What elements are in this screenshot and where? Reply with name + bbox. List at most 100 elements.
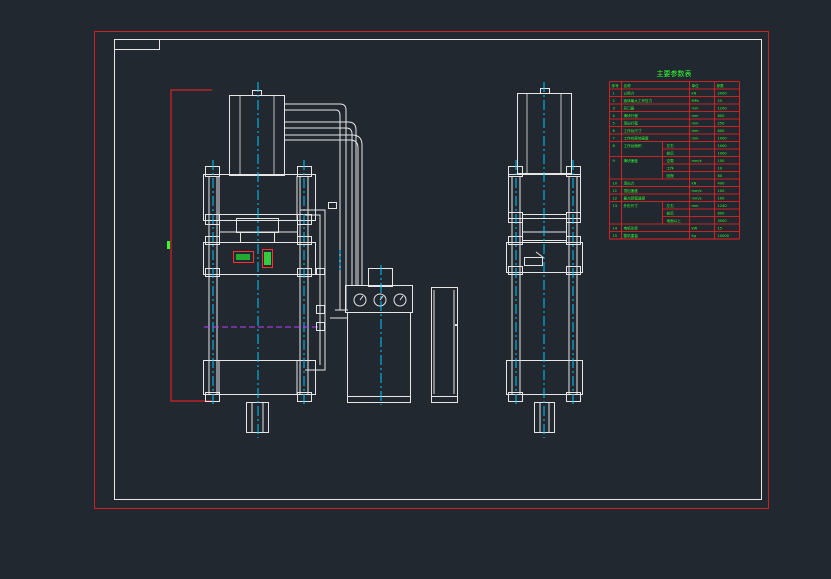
table-cell-sub: 前后 xyxy=(667,150,675,155)
table-cell-unit: mm/s xyxy=(692,189,702,193)
side-middle-beam xyxy=(506,242,583,273)
height-dimension-line xyxy=(170,89,212,402)
table-header-cell: 参数 xyxy=(717,83,725,88)
table-cell-no: 10 xyxy=(613,181,618,185)
table-cell-unit: kW xyxy=(692,226,698,230)
table-cell-name: 工作台面积 xyxy=(624,143,642,148)
pressure-gauge-3 xyxy=(393,293,407,307)
table-cell-name: 公称力 xyxy=(624,90,635,95)
table-cell-no: 4 xyxy=(613,114,616,118)
table-cell-sub: 前后 xyxy=(667,210,675,215)
table-cell-value: 100 xyxy=(718,189,726,193)
table-cell-name: 工作台尺寸 xyxy=(624,128,642,133)
table-cell-name: 电机功率 xyxy=(624,225,639,230)
table-cell-no: 15 xyxy=(613,234,618,238)
table-cell-value: 1000 xyxy=(718,136,728,140)
table-cell-no: 1 xyxy=(613,91,615,95)
side-view xyxy=(506,82,583,438)
electrical-cabinet xyxy=(431,287,458,403)
table-cell-sub: 回程 xyxy=(667,173,675,178)
table-cell-unit: mm/s xyxy=(692,159,702,163)
table-cell-value: 3000 xyxy=(718,219,728,223)
table-cell-name: 最大回程速度 xyxy=(624,195,646,200)
table-cell-value: 10 xyxy=(718,166,723,170)
control-display xyxy=(233,251,254,263)
table-cell-value: 1000 xyxy=(718,151,728,155)
table-cell-value: 25 xyxy=(718,99,723,103)
table-cell-value: 250 xyxy=(718,121,726,125)
table-cell-no: 14 xyxy=(613,226,618,230)
table-cell-no: 8 xyxy=(613,144,616,148)
table-cell-name: 液体最大工作压力 xyxy=(624,98,653,103)
table-cell-unit: MPa xyxy=(692,99,699,103)
table-cell-unit: mm xyxy=(692,129,700,133)
table-cell-value: 1200 xyxy=(718,106,728,110)
cylinder-cap xyxy=(252,90,262,96)
pressure-gauge-2 xyxy=(373,293,387,307)
table-cell-name: 整机重量 xyxy=(624,233,639,238)
drawing-frame xyxy=(94,31,769,509)
middle-beam xyxy=(203,242,316,275)
oil-tank xyxy=(347,312,411,397)
table-cell-unit: mm xyxy=(692,106,700,110)
table-cell-no: 9 xyxy=(613,159,616,163)
table-cell-no: 7 xyxy=(613,136,615,140)
table-cell-no: 11 xyxy=(613,189,618,193)
table-cell-value: 100 xyxy=(718,196,726,200)
table-cell-sub: 左右 xyxy=(667,143,675,148)
table-cell-name: 工作台离地高度 xyxy=(624,135,650,140)
table-cell-value: 1240 xyxy=(718,204,728,208)
table-header-cell: 序号 xyxy=(612,83,620,88)
table-cell-value: 10000 xyxy=(718,234,730,238)
table-cell-no: 13 xyxy=(613,204,618,208)
table-cell-name: 滑块速度 xyxy=(624,158,639,163)
table-cell-sub: 地面以上 xyxy=(667,218,682,223)
table-cell-sub: 空载 xyxy=(667,158,675,163)
top-beam xyxy=(203,174,316,221)
parameter-table-title: 主要参数表 xyxy=(657,69,692,78)
table-cell-no: 2 xyxy=(613,99,615,103)
table-cell-unit: mm xyxy=(692,136,700,140)
main-cylinder xyxy=(229,95,285,176)
table-cell-unit: kN xyxy=(692,181,697,185)
table-cell-value: 80 xyxy=(718,174,723,178)
table-cell-name: 顶出行程 xyxy=(624,120,639,125)
table-cell-value: 2000 xyxy=(718,91,728,95)
table-cell-name: 顶出力 xyxy=(624,180,635,185)
table-cell-name: 滑块行程 xyxy=(624,113,639,118)
table-cell-value: 1000 xyxy=(718,144,728,148)
table-cell-unit: mm xyxy=(692,121,700,125)
outer-border xyxy=(94,31,769,509)
front-view xyxy=(167,82,320,438)
table-cell-value: 100 xyxy=(718,159,726,163)
title-code-box xyxy=(114,39,160,50)
dimension-marker xyxy=(167,241,170,249)
control-button-panel xyxy=(262,249,273,268)
table-cell-sub: 工作 xyxy=(667,165,675,170)
table-cell-no: 5 xyxy=(613,121,615,125)
table-cell-unit: kN xyxy=(692,91,697,95)
table-cell-value: 800 xyxy=(718,129,726,133)
valve-block xyxy=(345,285,413,313)
table-cell-value: 800 xyxy=(718,114,726,118)
table-cell-value: 800 xyxy=(718,211,726,215)
table-cell-name: 外形尺寸 xyxy=(624,203,639,208)
table-cell-unit: kg xyxy=(692,234,696,238)
hydraulic-power-unit xyxy=(345,265,413,405)
table-cell-sub: 左右 xyxy=(667,203,675,208)
table-cell-no: 12 xyxy=(613,196,618,200)
table-cell-value: 15 xyxy=(718,226,723,230)
table-header-cell: 单位 xyxy=(692,83,700,88)
table-cell-unit: mm/s xyxy=(692,196,702,200)
table-cell-value: 400 xyxy=(718,181,726,185)
pressure-gauge-1 xyxy=(353,293,367,307)
table-cell-name: 开口高 xyxy=(624,105,635,110)
table-cell-unit: mm xyxy=(692,114,700,118)
table-cell-name: 顶出速度 xyxy=(624,188,639,193)
bottom-beam xyxy=(203,360,316,395)
table-cell-unit: mm xyxy=(692,204,700,208)
inner-border xyxy=(114,39,762,500)
